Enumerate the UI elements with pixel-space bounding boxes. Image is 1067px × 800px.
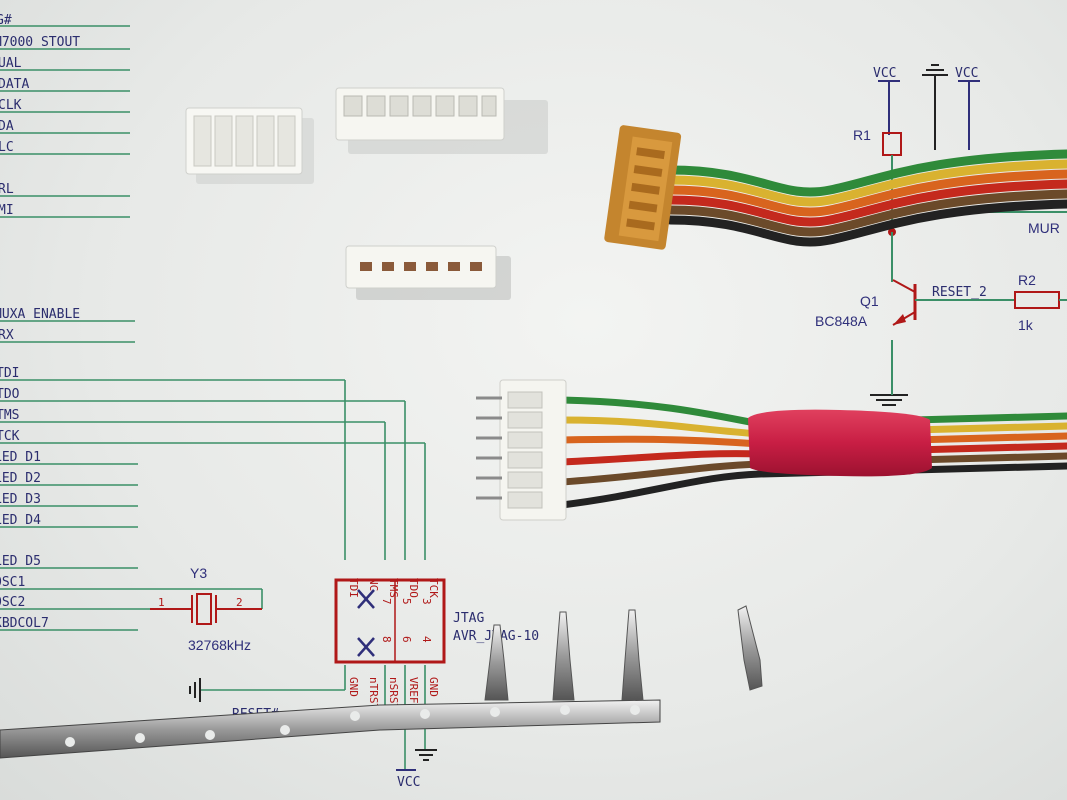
crystal-value: 32768kHz xyxy=(188,637,251,653)
right-schematic: VCC VCC R1 Q1 BC848A RESET_2 R2 1k MUR xyxy=(815,64,1067,406)
net-lines xyxy=(0,25,426,770)
net-label: DA xyxy=(0,119,14,134)
vcc-label: VCC xyxy=(397,775,420,790)
r2-ref: R2 xyxy=(1018,272,1036,288)
jtag-pin-top: TMS xyxy=(387,578,400,598)
crystal-pin2: 2 xyxy=(236,596,243,609)
crystal-y3: Y3 32768kHz 1 2 xyxy=(150,565,262,653)
jtag-pin-number: 4 xyxy=(420,636,433,643)
net-label: TCK xyxy=(0,429,20,444)
net-label: LED D4 xyxy=(0,513,41,528)
net-label: M7000 STOUT xyxy=(0,35,80,50)
net-label: TDO xyxy=(0,387,20,402)
net-label: LED D2 xyxy=(0,471,41,486)
jtag-pin-number: 5 xyxy=(400,598,413,605)
net-label: DATA xyxy=(0,77,29,92)
r2-value: 1k xyxy=(1018,317,1034,333)
net-label: UAL xyxy=(0,56,22,71)
crystal-ref: Y3 xyxy=(190,565,207,581)
terminal-strip xyxy=(0,605,763,759)
net-label: RL xyxy=(0,182,14,197)
connector-7pin xyxy=(335,87,548,154)
net-label: OSC1 xyxy=(0,575,25,590)
reset2-label: RESET_2 xyxy=(932,285,987,300)
net-label: RX xyxy=(0,328,14,343)
jtag-pin-number: 3 xyxy=(420,598,433,605)
jtag-pin-number: 7 xyxy=(380,598,393,605)
cable-top xyxy=(665,149,1067,247)
net-label: MUXA ENABLE xyxy=(0,307,80,322)
jtag-pin-bottom: nTRST xyxy=(367,677,380,710)
cable-middle xyxy=(558,396,1067,509)
heat-shrink xyxy=(748,409,932,477)
net-label: G# xyxy=(0,13,12,28)
jtag-pin-bottom: nSRST xyxy=(387,677,400,710)
vcc-label: VCC xyxy=(955,66,978,81)
net-label: LED D1 xyxy=(0,450,41,465)
q1-part: BC848A xyxy=(815,313,868,329)
net-label: LED D5 xyxy=(0,554,41,569)
jtag-pin-number: 8 xyxy=(380,636,393,643)
net-label: TMS xyxy=(0,408,19,423)
mur-label: MUR xyxy=(1028,220,1060,236)
net-label: CLK xyxy=(0,98,22,113)
connector-6pin xyxy=(345,245,511,300)
white-connector-crimped xyxy=(476,379,567,521)
net-label: MI xyxy=(0,203,14,218)
tan-connector xyxy=(604,125,682,250)
crystal-pin1: 1 xyxy=(158,596,165,609)
jtag-pin-bottom: GND xyxy=(347,677,360,697)
net-label: LED D3 xyxy=(0,492,41,507)
jtag-pin-top: TDI xyxy=(347,578,360,598)
ground-symbols xyxy=(189,678,437,771)
jtag-pin-top: TCK xyxy=(427,578,440,598)
net-label: OSC2 xyxy=(0,595,25,610)
net-label: TDI xyxy=(0,366,19,381)
jtag-pin-bottom: VREF xyxy=(407,677,420,704)
jtag-pin-top: NC xyxy=(367,578,380,591)
jtag-header: TDI NC TMS TDO TCK GND nTRST nSRST VREF … xyxy=(334,578,539,710)
net-label: KBDCOL7 xyxy=(0,616,49,631)
net-label: LC xyxy=(0,140,14,155)
vcc-label: VCC xyxy=(873,66,896,81)
r1-label: R1 xyxy=(853,127,871,143)
jtag-pin-top: TDO xyxy=(407,578,420,598)
q1-ref: Q1 xyxy=(860,293,879,309)
net-labels: G# M7000 STOUT UAL DATA CLK DA LC RL MI … xyxy=(0,13,80,631)
jtag-name: JTAG xyxy=(453,611,484,626)
jtag-pin-number: 6 xyxy=(400,636,413,643)
jtag-pin-bottom: GND xyxy=(427,677,440,697)
connector-5pin xyxy=(185,107,314,184)
